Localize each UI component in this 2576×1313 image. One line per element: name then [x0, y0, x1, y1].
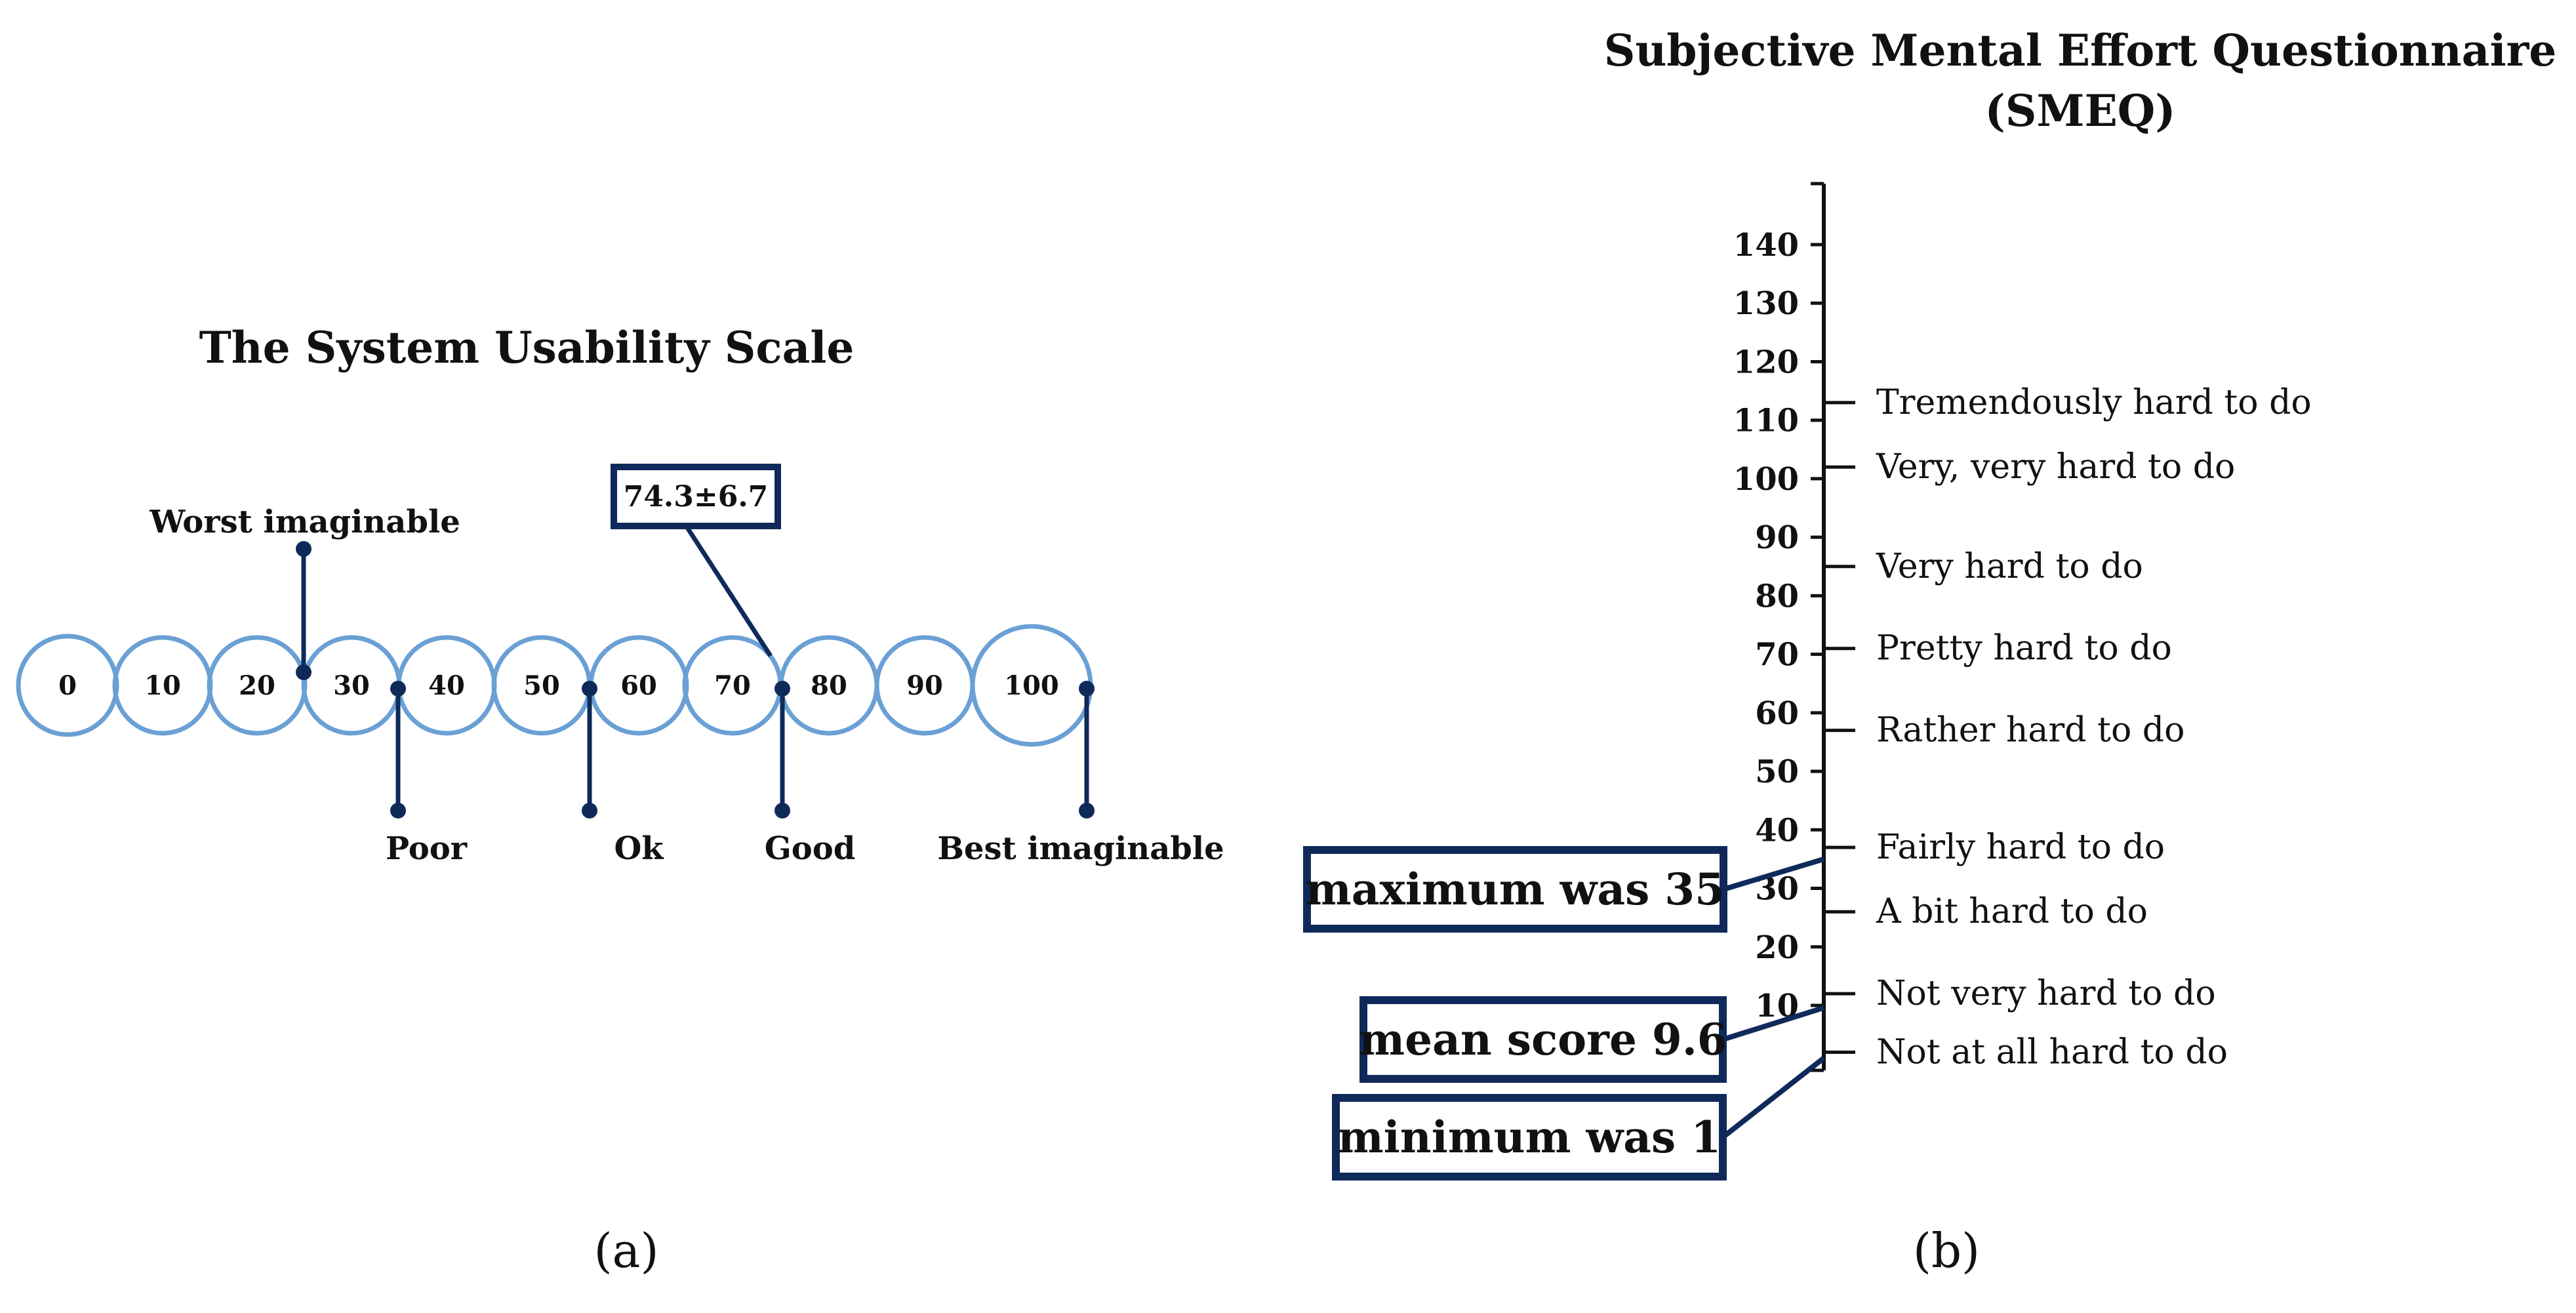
callout-text: minimum was 1	[1338, 1112, 1721, 1163]
result-value-text: 74.3±6.7	[624, 480, 769, 514]
callout-leader-line	[1721, 1005, 1825, 1042]
smeq-title-line2: (SMEQ)	[1985, 85, 2176, 136]
panel-a-label: (a)	[594, 1223, 658, 1278]
axis-tick-label: 140	[1733, 227, 1799, 264]
axis-tick-label: 80	[1755, 578, 1799, 615]
marker-label: Poor	[386, 830, 468, 867]
scale-circle-label: 40	[428, 670, 465, 701]
scale-circle-label: 0	[58, 670, 77, 701]
scale-circle-label: 70	[714, 670, 751, 701]
callout-text: mean score 9.6	[1359, 1014, 1727, 1065]
callout-box	[1359, 996, 1727, 1083]
result-box	[611, 464, 781, 529]
marker-end-dot	[775, 803, 790, 818]
sus-title: The System Usability Scale	[199, 322, 855, 373]
callout-text: maximum was 35	[1306, 864, 1725, 915]
descriptor-label: A bit hard to do	[1876, 892, 2148, 931]
sus-result-callout: 74.3±6.7	[611, 464, 781, 657]
marker-end-dot	[390, 803, 406, 818]
axis-tick-label: 110	[1733, 403, 1799, 439]
axis-tick-label: 70	[1755, 637, 1799, 674]
callout-box	[1332, 1094, 1727, 1181]
callout-box	[1303, 846, 1727, 933]
marker-end-dot	[296, 541, 312, 557]
descriptor-label: Not very hard to do	[1876, 974, 2216, 1013]
marker-dot	[582, 681, 597, 697]
smeq-title-line1: Subjective Mental Effort Questionnaire	[1604, 25, 2557, 76]
marker-label: Ok	[614, 830, 664, 867]
marker-end-dot	[1079, 803, 1095, 818]
axis-tick-label: 50	[1755, 754, 1799, 790]
marker-end-dot	[582, 803, 597, 818]
descriptor-label: Very hard to do	[1876, 547, 2143, 586]
descriptor-label: Pretty hard to do	[1876, 629, 2172, 668]
scale-circle-label: 80	[811, 670, 847, 701]
marker-dot	[390, 681, 406, 697]
scale-circle-label: 20	[239, 670, 275, 701]
marker-dot	[775, 681, 790, 697]
axis-tick-label: 130	[1733, 285, 1799, 322]
axis-tick-label: 40	[1755, 812, 1799, 849]
scale-circle-label: 100	[1004, 670, 1059, 701]
scale-circle-label: 60	[620, 670, 657, 701]
descriptor-label: Very, very hard to do	[1876, 447, 2235, 487]
scale-circle-label: 10	[144, 670, 181, 701]
panel-b-label: (b)	[1913, 1223, 1980, 1278]
marker-label: Good	[765, 830, 856, 867]
sus-panel: The System Usability Scale 0 10 20 30 40 50 60…	[16, 322, 1224, 1278]
smeq-panel: Subjective Mental Effort Questionnaire (…	[1303, 25, 2557, 1278]
marker-dot	[1079, 681, 1095, 697]
smeq-callouts: maximum was 35 mean score 9.6 minimum was …	[1303, 846, 1826, 1181]
descriptor-label: Rather hard to do	[1876, 711, 2184, 750]
axis-tick-label: 60	[1755, 695, 1799, 732]
marker-label: Worst imaginable	[149, 504, 460, 540]
scale-circle-label: 30	[333, 670, 370, 701]
marker-label: Best imaginable	[937, 830, 1224, 867]
scale-circle-label: 90	[906, 670, 943, 701]
descriptor-label: Fairly hard to do	[1876, 828, 2165, 867]
sus-scale-circles: 0 10 20 30 40 50 60 70 80 90 100	[16, 624, 1093, 747]
scale-circle-label: 50	[523, 670, 560, 701]
axis-tick-label: 90	[1755, 519, 1799, 556]
descriptor-label: Not at all hard to do	[1876, 1032, 2228, 1072]
smeq-descriptors: Tremendously hard to do Very, very hard t…	[1824, 383, 2312, 1072]
axis-tick-label: 20	[1755, 929, 1799, 966]
marker-dot	[296, 664, 312, 680]
axis-tick-label: 120	[1733, 344, 1799, 380]
result-leader-line	[683, 523, 773, 657]
descriptor-label: Tremendously hard to do	[1876, 383, 2312, 422]
callout-leader-line	[1722, 857, 1825, 892]
axis-tick-label: 100	[1733, 461, 1799, 498]
callout-leader-line	[1721, 1056, 1826, 1140]
